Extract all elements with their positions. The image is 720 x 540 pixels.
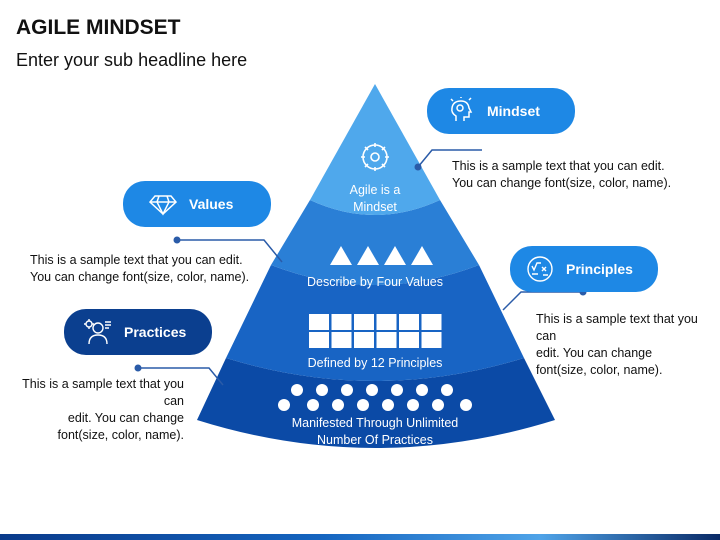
tier-1-label-line2: Mindset [353, 200, 397, 214]
pyramid-tier-3 [226, 265, 524, 381]
practice-dot [460, 399, 472, 411]
practice-dot [382, 399, 394, 411]
practice-dot [316, 384, 328, 396]
principles-description-line2: edit. You can change [536, 346, 653, 360]
mindset-pill-label: Mindset [487, 103, 540, 119]
principle-square [421, 332, 442, 348]
practice-dot [278, 399, 290, 411]
connector-practices-dot [134, 364, 142, 372]
values-description-line1: This is a sample text that you can edit. [30, 253, 243, 267]
mindset-description: This is a sample text that you can edit.… [452, 158, 671, 192]
principles-pill: Principles [510, 246, 658, 292]
practice-dot [441, 384, 453, 396]
mindset-pill: Mindset [427, 88, 575, 134]
person-gear-icon [80, 317, 116, 347]
principle-square [309, 332, 329, 348]
practice-dot [407, 399, 419, 411]
practice-dot [357, 399, 369, 411]
formula-board-icon [522, 254, 558, 284]
practices-description-line1: This is a sample text that you can [22, 377, 184, 408]
values-pill: Values [123, 181, 271, 227]
practices-pill: Practices [64, 309, 212, 355]
page-subtitle: Enter your sub headline here [16, 50, 248, 70]
principle-square [331, 332, 352, 348]
principle-square [331, 314, 352, 330]
practices-pill-label: Practices [124, 324, 187, 340]
mindset-description-line1: This is a sample text that you can edit. [452, 159, 665, 173]
principle-square [354, 314, 374, 330]
principle-square [421, 314, 442, 330]
practice-dot [291, 384, 303, 396]
pyramid-tier-4 [197, 358, 555, 448]
bottom-accent-bar [0, 534, 720, 540]
connector-values [177, 239, 283, 263]
tier-1-label: Agile is a Mindset [330, 182, 420, 216]
pyramid-tier-1 [310, 84, 440, 215]
practice-dot [432, 399, 444, 411]
practice-dot [391, 384, 403, 396]
tier-3-label: Defined by 12 Principles [307, 356, 443, 370]
principle-square [309, 314, 329, 330]
principles-pill-label: Principles [566, 261, 633, 277]
principle-square [376, 314, 397, 330]
practice-dot [341, 384, 353, 396]
practices-description-line3: font(size, color, name). [57, 428, 184, 442]
tier-4-label: Manifested Through Unlimited Number Of P… [260, 415, 490, 449]
head-gears-icon [443, 96, 479, 126]
practice-dot [416, 384, 428, 396]
tier-2-label: Describe by Four Values [307, 275, 443, 289]
principle-square [376, 332, 397, 348]
principles-description: This is a sample text that you can edit.… [536, 311, 720, 379]
practice-dot [366, 384, 378, 396]
connector-values-dot [173, 236, 181, 244]
connector-mindset-dot [414, 163, 422, 171]
principles-description-line1: This is a sample text that you can [536, 312, 698, 343]
principle-square [399, 314, 419, 330]
practice-dot [307, 399, 319, 411]
four-values-triangles [330, 246, 433, 265]
connector-practices [138, 367, 224, 386]
tier-4-label-line2: Number Of Practices [316, 433, 433, 447]
values-pill-label: Values [189, 196, 234, 212]
brain-gear-icon [361, 143, 389, 171]
practices-description: This is a sample text that you can edit.… [18, 376, 184, 444]
values-description: This is a sample text that you can edit.… [30, 252, 249, 286]
practice-dot [332, 399, 344, 411]
principle-square [354, 332, 374, 348]
practices-dots [278, 384, 472, 411]
diamond-icon [145, 189, 181, 219]
connector-principles [502, 291, 583, 311]
principles-description-line3: font(size, color, name). [536, 363, 663, 377]
principle-square [399, 332, 419, 348]
values-description-line2: You can change font(size, color, name). [30, 270, 250, 284]
practices-description-line2: edit. You can change [67, 411, 184, 425]
mindset-description-line2: You can change font(size, color, name). [452, 176, 672, 190]
tier-1-label-line1: Agile is a [349, 183, 401, 197]
connector-mindset [417, 149, 482, 168]
connector-lines [134, 149, 587, 386]
tier-4-label-line1: Manifested Through Unlimited [291, 416, 459, 430]
twelve-principles-grid [309, 314, 442, 348]
page-title: AGILE MINDSET [16, 16, 181, 39]
